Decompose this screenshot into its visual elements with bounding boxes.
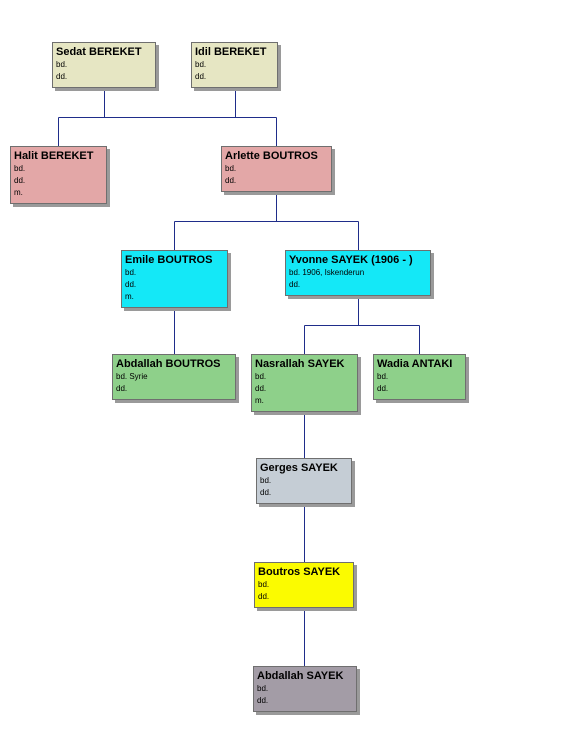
person-detail: dd. — [377, 384, 389, 393]
person-name: Abdallah BOUTROS — [116, 358, 221, 370]
person-detail: dd. — [56, 72, 68, 81]
person-detail: bd. Syrie — [116, 372, 148, 381]
person-detail: dd. — [14, 176, 26, 185]
person-card-sedat-bereket[interactable]: Sedat BEREKET bd. dd. — [52, 42, 156, 88]
person-card-yvonne-sayek[interactable]: Yvonne SAYEK (1906 - ) bd. 1906, Iskende… — [285, 250, 431, 296]
person-name: Sedat BEREKET — [56, 46, 142, 58]
person-detail: bd. 1906, Iskenderun — [289, 268, 365, 277]
person-card-arlette-boutros[interactable]: Arlette BOUTROS bd. dd. — [221, 146, 332, 192]
person-name: Wadia ANTAKI — [377, 358, 453, 370]
person-name: Halit BEREKET — [14, 150, 94, 162]
person-name: Abdallah SAYEK — [257, 670, 344, 682]
person-detail: dd. — [195, 72, 207, 81]
person-card-nasrallah-sayek[interactable]: Nasrallah SAYEK bd. dd. m. — [251, 354, 358, 412]
person-card-boutros-sayek[interactable]: Boutros SAYEK bd. dd. — [254, 562, 354, 608]
person-card-abdallah-boutros[interactable]: Abdallah BOUTROS bd. Syrie dd. — [112, 354, 236, 400]
person-card-gerges-sayek[interactable]: Gerges SAYEK bd. dd. — [256, 458, 352, 504]
person-detail: bd. — [56, 60, 68, 69]
person-detail: dd. — [257, 696, 269, 705]
person-card-halit-bereket[interactable]: Halit BEREKET bd. dd. m. — [10, 146, 107, 204]
person-card-abdallah-sayek[interactable]: Abdallah SAYEK bd. dd. — [253, 666, 357, 712]
person-detail: m. — [255, 396, 264, 405]
person-name: Arlette BOUTROS — [225, 150, 318, 162]
person-detail: dd. — [116, 384, 128, 393]
person-card-wadia-antaki[interactable]: Wadia ANTAKI bd. dd. — [373, 354, 466, 400]
person-name: Gerges SAYEK — [260, 462, 338, 474]
person-detail: bd. — [125, 268, 137, 277]
person-detail: bd. — [225, 164, 237, 173]
person-detail: bd. — [258, 580, 270, 589]
person-name: Yvonne SAYEK (1906 - ) — [289, 254, 413, 266]
person-detail: bd. — [255, 372, 267, 381]
person-detail: m. — [125, 292, 134, 301]
person-detail: bd. — [195, 60, 207, 69]
person-detail: m. — [14, 188, 23, 197]
person-detail: dd. — [258, 592, 270, 601]
person-name: Boutros SAYEK — [258, 566, 341, 578]
person-detail: dd. — [125, 280, 137, 289]
person-name: Idil BEREKET — [195, 46, 267, 58]
person-detail: dd. — [260, 488, 272, 497]
person-card-emile-boutros[interactable]: Emile BOUTROS bd. dd. m. — [121, 250, 228, 308]
person-detail: bd. — [260, 476, 272, 485]
person-detail: dd. — [225, 176, 237, 185]
person-name: Emile BOUTROS — [125, 254, 213, 266]
person-card-idil-bereket[interactable]: Idil BEREKET bd. dd. — [191, 42, 278, 88]
person-detail: bd. — [257, 684, 269, 693]
person-detail: dd. — [289, 280, 301, 289]
person-detail: bd. — [14, 164, 26, 173]
person-detail: dd. — [255, 384, 267, 393]
person-detail: bd. — [377, 372, 389, 381]
person-name: Nasrallah SAYEK — [255, 358, 345, 370]
